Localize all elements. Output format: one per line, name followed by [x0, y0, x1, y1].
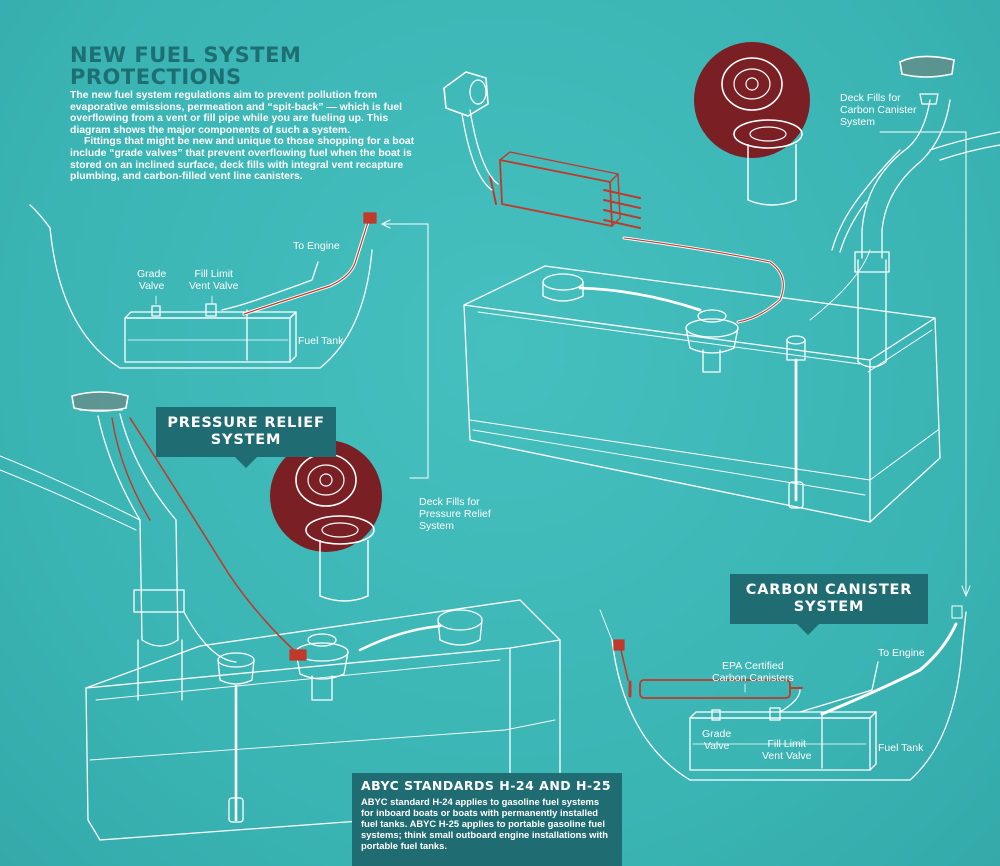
label-fuel-tank-top: Fuel Tank [298, 335, 344, 347]
label-grade-valve-top: Grade Valve [137, 268, 167, 292]
label-to-engine-top: To Engine [293, 240, 340, 252]
page-title: NEW FUEL SYSTEM PROTECTIONS [70, 43, 302, 89]
deck-fill-pressure-relief-graphic [270, 440, 382, 602]
abyc-heading: ABYC STANDARDS H-24 AND H-25 [361, 778, 612, 793]
abyc-body: ABYC standard H-24 applies to gasoline f… [361, 796, 608, 851]
intro-text: The new fuel system regulations aim to p… [70, 90, 415, 183]
carbon-canister-tank-illustration [463, 93, 1000, 523]
carbon-canister-mini-diagram [599, 605, 967, 781]
label-fill-limit-bottom: Fill Limit Vent Valve [762, 738, 812, 762]
pressure-relief-banner-notch [235, 457, 257, 468]
carbon-canister-banner: CARBON CANISTER SYSTEM [730, 574, 928, 624]
deck-fill-carbon-canister-graphic [694, 42, 810, 206]
label-deck-fills-carbon: Deck Fills for Carbon Canister System [840, 92, 917, 128]
label-fuel-tank-bottom: Fuel Tank [878, 742, 924, 754]
intro-paragraph-2: Fittings that might be new and unique to… [70, 136, 415, 183]
label-grade-valve-bottom: Grade Valve [702, 728, 732, 752]
deck-fill-cap-left-icon [71, 391, 129, 412]
carbon-canister-banner-notch [797, 624, 819, 635]
pressure-relief-mini-diagram [29, 204, 429, 479]
intro-paragraph-1: The new fuel system regulations aim to p… [70, 90, 403, 136]
abyc-standards-box: ABYC STANDARDS H-24 AND H-25 ABYC standa… [352, 773, 622, 866]
pressure-relief-banner: PRESSURE RELIEF SYSTEM [156, 407, 336, 457]
small-carbon-canister [613, 639, 803, 699]
label-deck-fills-pressure: Deck Fills for Pressure Relief System [419, 496, 491, 532]
deck-fill-cap-right-icon [899, 55, 955, 78]
label-fill-limit-top: Fill Limit Vent Valve [189, 268, 239, 292]
large-carbon-canister [443, 71, 641, 229]
label-carbon-canisters: EPA Certified Carbon Canisters [712, 660, 794, 684]
label-to-engine-bottom: To Engine [878, 647, 925, 659]
